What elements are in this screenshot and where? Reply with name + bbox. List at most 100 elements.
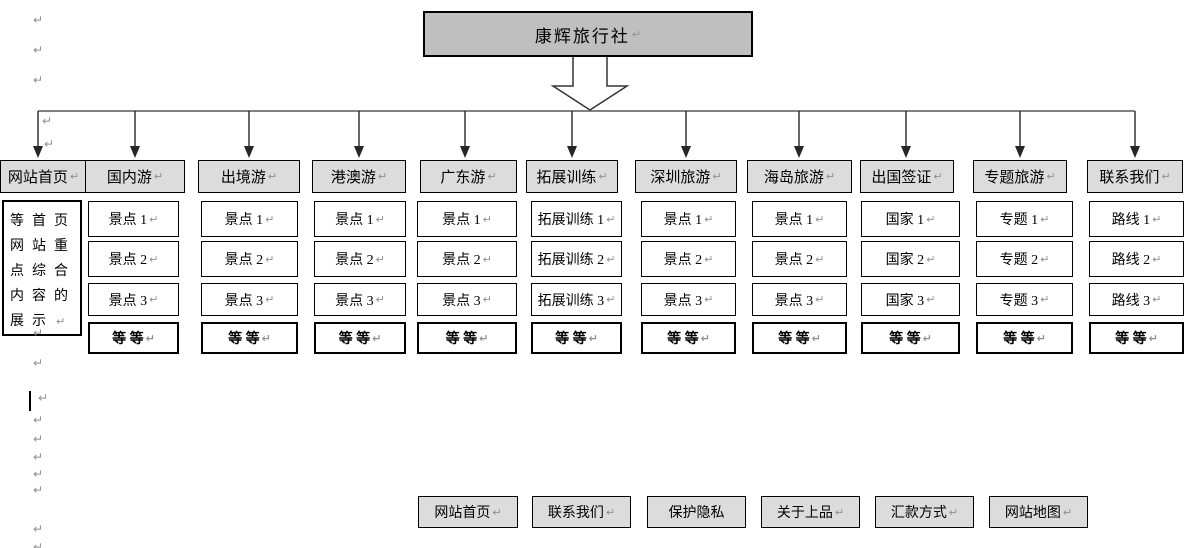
item-box[interactable]: 景点 3↵ bbox=[88, 283, 179, 316]
nav-box-label: 港澳游 bbox=[330, 170, 376, 186]
root-label: 康辉旅行社 bbox=[534, 26, 630, 46]
item-box[interactable]: 专题 1↵ bbox=[976, 201, 1073, 237]
footer-box-payment[interactable]: 汇款方式↵ bbox=[875, 496, 974, 528]
item-box[interactable]: 专题 2↵ bbox=[976, 241, 1073, 277]
return-mark-icon: ↵ bbox=[926, 252, 936, 266]
nav-box-domestic-tours[interactable]: 国内游↵ bbox=[85, 160, 185, 193]
item-box[interactable]: 景点 2↵ bbox=[88, 241, 179, 277]
item-label: 拓展训练 2 bbox=[537, 253, 605, 268]
return-mark-icon: ↵ bbox=[606, 252, 616, 266]
footer-box-contact[interactable]: 联系我们↵ bbox=[532, 496, 631, 528]
item-box-etc[interactable]: 等 等↵ bbox=[201, 322, 298, 354]
item-label: 景点 3 bbox=[335, 293, 374, 309]
item-box[interactable]: 景点 1↵ bbox=[641, 201, 736, 237]
nav-box-shenzhen-tours[interactable]: 深圳旅游↵ bbox=[635, 160, 737, 193]
item-box-etc[interactable]: 等 等↵ bbox=[88, 322, 179, 354]
item-box[interactable]: 景点 2↵ bbox=[201, 241, 298, 277]
return-mark-icon: ↵ bbox=[1062, 505, 1073, 519]
return-mark-icon: ↵ bbox=[815, 212, 825, 226]
paragraph-mark-icon: ↵ bbox=[33, 413, 44, 427]
footer-box-privacy[interactable]: 保护隐私 bbox=[647, 496, 746, 528]
nav-box-hk-macau-tours[interactable]: 港澳游↵ bbox=[312, 160, 406, 193]
homepage-note-text: 等首页网站重点综合内容的展示 bbox=[10, 214, 76, 329]
item-label: 国家 3 bbox=[885, 293, 925, 309]
item-label: 景点 1 bbox=[663, 213, 703, 228]
paragraph-mark-icon: ↵ bbox=[33, 540, 44, 548]
item-box[interactable]: 景点 2↵ bbox=[641, 241, 736, 277]
return-mark-icon: ↵ bbox=[375, 212, 385, 226]
footer-box-sitemap[interactable]: 网站地图↵ bbox=[989, 496, 1088, 528]
return-mark-icon: ↵ bbox=[1040, 212, 1050, 226]
item-box-etc[interactable]: 等 等↵ bbox=[641, 322, 736, 354]
item-box[interactable]: 景点 1↵ bbox=[417, 201, 517, 237]
return-mark-icon: ↵ bbox=[267, 170, 278, 183]
nav-box-guangdong-tours[interactable]: 广东游↵ bbox=[420, 160, 517, 193]
down-block-arrow-shape bbox=[550, 57, 630, 111]
item-box[interactable]: 景点 1↵ bbox=[314, 201, 406, 237]
return-mark-icon: ↵ bbox=[933, 170, 943, 183]
item-label: 等 等 bbox=[1003, 332, 1035, 347]
return-mark-icon: ↵ bbox=[811, 331, 821, 345]
item-box[interactable]: 景点 3↵ bbox=[417, 283, 517, 316]
return-mark-icon: ↵ bbox=[1040, 252, 1050, 266]
item-box-etc[interactable]: 等 等↵ bbox=[752, 322, 847, 354]
nav-box-contact-us[interactable]: 联系我们↵ bbox=[1087, 160, 1183, 193]
item-box-etc[interactable]: 等 等↵ bbox=[861, 322, 960, 354]
item-box[interactable]: 景点 3↵ bbox=[201, 283, 298, 316]
footer-box-home[interactable]: 网站首页↵ bbox=[418, 496, 518, 528]
item-label: 等 等 bbox=[667, 332, 699, 347]
item-box-etc[interactable]: 等 等↵ bbox=[1089, 322, 1184, 354]
nav-box-label: 专题旅游 bbox=[984, 170, 1045, 186]
item-box[interactable]: 拓展训练 2↵ bbox=[531, 241, 622, 277]
homepage-note-box[interactable]: 等首页网站重点综合内容的展示↵ bbox=[2, 200, 82, 336]
item-box[interactable]: 路线 3↵ bbox=[1089, 283, 1184, 316]
item-box[interactable]: 景点 1↵ bbox=[752, 201, 847, 237]
root-box-travel-agency[interactable]: 康辉旅行社↵ bbox=[423, 11, 753, 57]
nav-box-visa[interactable]: 出国签证↵ bbox=[860, 160, 954, 193]
nav-box-island-tours[interactable]: 海岛旅游↵ bbox=[747, 160, 852, 193]
nav-box-label: 深圳旅游 bbox=[650, 170, 711, 186]
item-box[interactable]: 拓展训练 3↵ bbox=[531, 283, 622, 316]
footer-box-about[interactable]: 关于上品↵ bbox=[761, 496, 860, 528]
item-box-etc[interactable]: 等 等↵ bbox=[417, 322, 517, 354]
item-label: 等 等 bbox=[338, 332, 371, 347]
item-box[interactable]: 路线 1↵ bbox=[1089, 201, 1184, 237]
return-mark-icon: ↵ bbox=[372, 331, 382, 345]
item-box[interactable]: 景点 3↵ bbox=[752, 283, 847, 316]
item-box[interactable]: 国家 1↵ bbox=[861, 201, 960, 237]
item-label: 景点 1 bbox=[442, 213, 481, 228]
paragraph-mark-icon: ↵ bbox=[33, 483, 44, 497]
item-label: 景点 2 bbox=[442, 253, 481, 268]
nav-box-label: 联系我们 bbox=[1099, 170, 1160, 186]
nav-box-home[interactable]: 网站首页↵ bbox=[0, 160, 87, 193]
paragraph-mark-icon: ↵ bbox=[33, 326, 44, 340]
item-label: 国家 1 bbox=[885, 213, 925, 228]
item-box-etc[interactable]: 等 等↵ bbox=[976, 322, 1073, 354]
nav-box-outbound-tours[interactable]: 出境游↵ bbox=[198, 160, 300, 193]
text-cursor bbox=[29, 391, 31, 411]
return-mark-icon: ↵ bbox=[1046, 170, 1056, 183]
item-box[interactable]: 专题 3↵ bbox=[976, 283, 1073, 316]
item-box-etc[interactable]: 等 等↵ bbox=[531, 322, 622, 354]
item-label: 景点 3 bbox=[224, 293, 264, 309]
item-box[interactable]: 景点 1↵ bbox=[201, 201, 298, 237]
item-box[interactable]: 景点 3↵ bbox=[314, 283, 406, 316]
item-box[interactable]: 国家 2↵ bbox=[861, 241, 960, 277]
item-box[interactable]: 景点 1↵ bbox=[88, 201, 179, 237]
item-label: 专题 3 bbox=[999, 293, 1039, 309]
item-box[interactable]: 景点 2↵ bbox=[314, 241, 406, 277]
item-box[interactable]: 拓展训练 1↵ bbox=[531, 201, 622, 237]
item-box[interactable]: 路线 2↵ bbox=[1089, 241, 1184, 277]
item-label: 景点 2 bbox=[663, 253, 703, 268]
item-box[interactable]: 景点 2↵ bbox=[752, 241, 847, 277]
footer-label: 汇款方式 bbox=[890, 506, 947, 521]
nav-box-special-tours[interactable]: 专题旅游↵ bbox=[973, 160, 1067, 193]
item-box[interactable]: 景点 2↵ bbox=[417, 241, 517, 277]
item-box-etc[interactable]: 等 等↵ bbox=[314, 322, 406, 354]
item-box[interactable]: 国家 3↵ bbox=[861, 283, 960, 316]
return-mark-icon: ↵ bbox=[598, 170, 608, 183]
item-box[interactable]: 景点 3↵ bbox=[641, 283, 736, 316]
nav-box-outdoor-training[interactable]: 拓展训练↵ bbox=[526, 160, 618, 193]
nav-box-label: 出境游 bbox=[220, 170, 266, 186]
